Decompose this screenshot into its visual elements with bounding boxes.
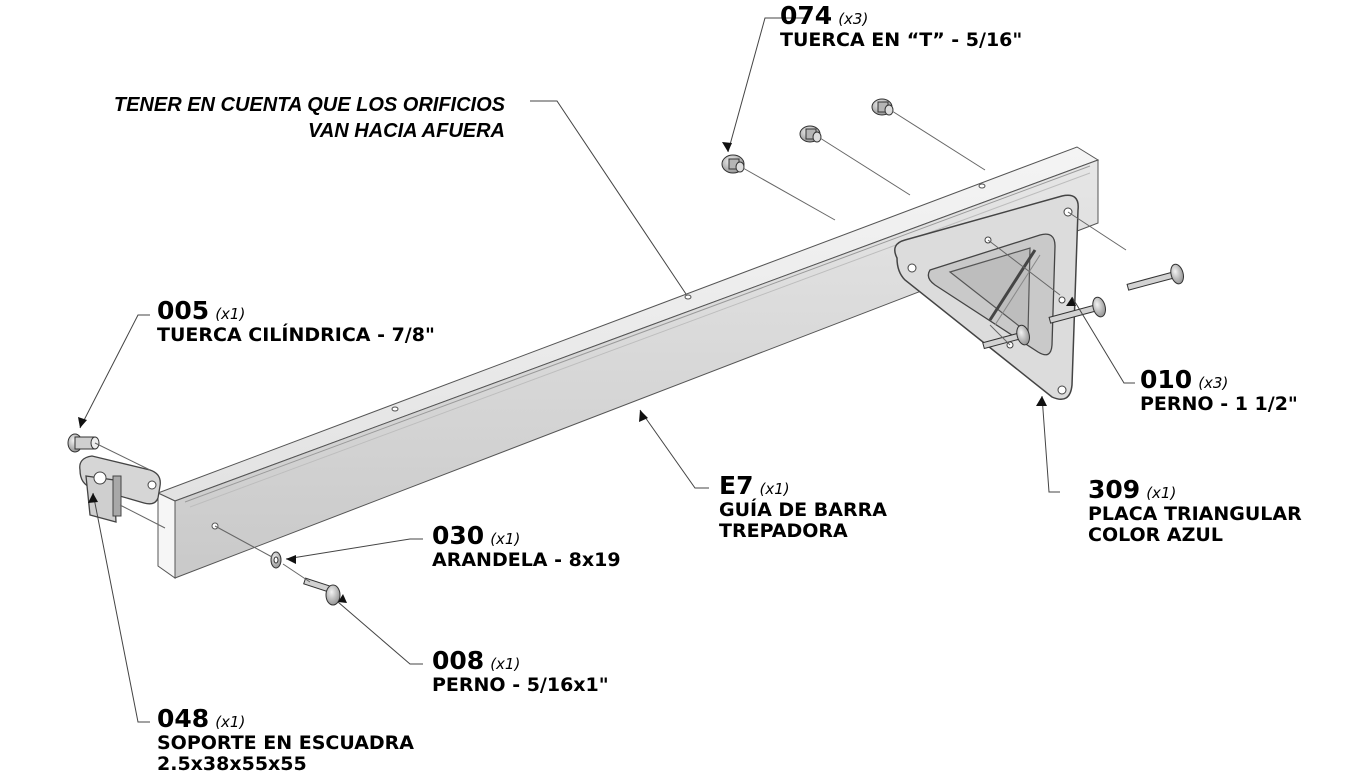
- callout-005: 005 (x1) TUERCA CILÍNDRICA - 7/8": [157, 297, 435, 346]
- part-qty: (x1): [215, 713, 246, 731]
- callout-008: 008 (x1) PERNO - 5/16x1": [432, 647, 609, 696]
- part-code: 074: [780, 1, 833, 30]
- callout-030: 030 (x1) ARANDELA - 8x19: [432, 522, 621, 571]
- part-code: 048: [157, 704, 210, 733]
- part-desc: SOPORTE EN ESCUADRA: [157, 732, 415, 754]
- part-qty: (x1): [490, 530, 521, 548]
- part-qty: (x1): [759, 480, 790, 498]
- assembly-guide-lines: [94, 110, 1127, 583]
- part-desc: TUERCA EN “T” - 5/16": [780, 29, 1023, 51]
- part-desc-2: TREPADORA: [719, 520, 848, 543]
- callout-010: 010 (x3) PERNO - 1 1/2": [1140, 366, 1298, 415]
- callout-074: 074 (x3) TUERCA EN “T” - 5/16": [780, 2, 1022, 51]
- part-qty: (x3): [838, 10, 869, 28]
- callout-048: 048 (x1) SOPORTE EN ESCUADRA 2.5x38x55x55: [157, 705, 414, 776]
- note-line-2: VAN HACIA AFUERA: [307, 119, 505, 142]
- part-qty: (x1): [215, 305, 246, 323]
- note-line-1: TENER EN CUENTA QUE LOS ORIFICIOS: [113, 94, 505, 116]
- part-desc-2: COLOR AZUL: [1088, 524, 1223, 547]
- triangular-plate-309: [894, 194, 1079, 400]
- leader-lines: [79, 17, 1135, 723]
- part-code: E7: [719, 471, 754, 500]
- part-code: 030: [432, 521, 485, 550]
- part-qty: (x1): [1146, 484, 1177, 502]
- bolts-010: [982, 263, 1184, 350]
- t-nuts-074: [721, 98, 894, 174]
- cylindrical-nut-005: [67, 433, 100, 453]
- part-desc-2: 2.5x38x55x55: [157, 753, 307, 776]
- callout-309: 309 (x1) PLACA TRIANGULAR COLOR AZUL: [1088, 476, 1302, 547]
- arrowheads: [78, 142, 1076, 603]
- part-code: 008: [432, 646, 485, 675]
- part-desc: TUERCA CILÍNDRICA - 7/8": [157, 324, 435, 346]
- part-code: 010: [1140, 365, 1193, 394]
- part-desc: PERNO - 5/16x1": [432, 674, 609, 696]
- part-desc: ARANDELA - 8x19: [432, 549, 621, 571]
- washer-030: [270, 551, 282, 569]
- bar-e7: [156, 146, 1100, 579]
- part-desc: GUÍA DE BARRA: [719, 499, 887, 521]
- angle-bracket-048: [79, 455, 161, 523]
- bolt-008: [303, 577, 341, 606]
- part-code: 005: [157, 296, 210, 325]
- assembly-note: TENER EN CUENTA QUE LOS ORIFICIOS VAN HA…: [114, 93, 505, 144]
- part-desc: PLACA TRIANGULAR: [1088, 503, 1302, 525]
- part-qty: (x3): [1198, 374, 1229, 392]
- callout-e7: E7 (x1) GUÍA DE BARRA TREPADORA: [719, 472, 887, 543]
- part-desc: PERNO - 1 1/2": [1140, 393, 1298, 415]
- part-qty: (x1): [490, 655, 521, 673]
- part-code: 309: [1088, 475, 1141, 504]
